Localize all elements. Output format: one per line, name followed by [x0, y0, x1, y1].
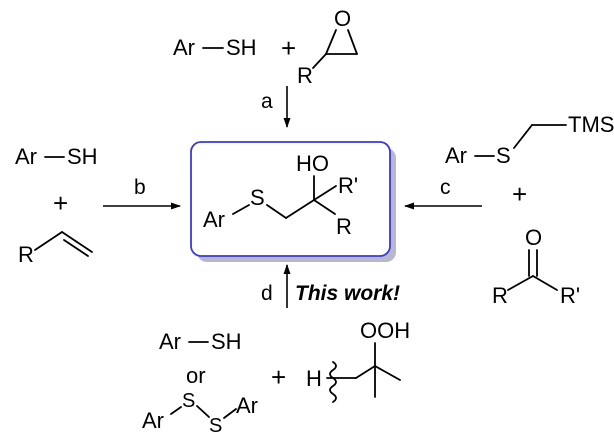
route-a-ar: Ar [173, 35, 195, 60]
epoxide-bond-o-c1 [325, 29, 337, 55]
route-b-plus: + [53, 188, 68, 218]
alkene-r: R [18, 242, 34, 267]
route-a-reactants: Ar SH + O R [173, 6, 358, 88]
route-d-label: d [261, 282, 273, 305]
disulfide-bond-ar1-s1 [170, 406, 182, 415]
route-a-plus: + [281, 33, 296, 63]
epoxide-bond-c-r [312, 53, 327, 69]
route-a-sh: SH [226, 35, 257, 60]
product-ar: Ar [203, 207, 225, 232]
product-box-frame [190, 141, 391, 257]
ketone-oxygen: O [525, 225, 542, 250]
route-c-ar: Ar [445, 143, 467, 168]
ketone-bond-r [507, 275, 534, 291]
route-c-s: S [496, 143, 511, 168]
product-c-r2-bond [313, 185, 337, 201]
route-d-reactants: Ar SH or Ar S S Ar + H OOH [142, 318, 410, 433]
epoxide-bond-o-c2 [347, 29, 358, 55]
ketone-bond-r2 [532, 275, 558, 291]
this-work-label: This work! [295, 282, 400, 305]
route-d-c-methyl2-bond [374, 365, 401, 381]
route-d-thiol-sh: SH [211, 329, 242, 354]
route-c-s-ch2-bond [513, 124, 533, 149]
disulfide-ar-1: Ar [142, 408, 164, 433]
product-r2: R' [338, 173, 358, 198]
route-c-tms: TMS [568, 112, 614, 137]
product-r: R [336, 214, 352, 239]
disulfide-s-1: S [182, 390, 195, 412]
route-a-label: a [261, 90, 273, 113]
product-ch2-c-bond [285, 199, 315, 219]
product-box: Ar S HO R' R [190, 141, 396, 262]
ketone-r2: R' [560, 283, 580, 308]
wavy-bond-icon [329, 361, 337, 403]
product-s: S [250, 185, 265, 210]
disulfide-s-2: S [209, 415, 222, 433]
route-d-thiol-ar: Ar [159, 329, 181, 354]
product-ar-s-bond [232, 204, 250, 215]
route-d-ch2-c-bond [355, 365, 376, 379]
epoxide-r: R [297, 63, 313, 88]
route-c-reactants: Ar S TMS + O R R' [445, 112, 614, 308]
route-d-ooh: OOH [360, 318, 410, 343]
route-b-label: b [134, 176, 146, 199]
route-c-label: c [440, 176, 451, 199]
reactive-hydrogen: H [306, 366, 322, 391]
alkene-double-bond-1 [61, 231, 93, 253]
alkene-double-bond-2 [63, 239, 89, 257]
product-c-r-bond [313, 199, 336, 215]
route-b-reactants: Ar SH + R [15, 144, 98, 267]
route-b-ar: Ar [15, 144, 37, 169]
ketone-r: R [492, 283, 508, 308]
product-ho: HO [296, 151, 329, 176]
disulfide-ar-2: Ar [236, 393, 258, 418]
product-s-ch2-bond [266, 204, 287, 219]
route-d-or: or [186, 363, 206, 388]
epoxide-oxygen: O [334, 6, 351, 31]
alkene-single-bond [34, 231, 63, 251]
disulfide-bond-s1-s2 [196, 405, 210, 418]
disulfide-bond-s2-ar2 [223, 408, 237, 419]
route-d-plus: + [271, 362, 286, 392]
route-c-plus: + [512, 179, 527, 209]
route-b-sh: SH [67, 144, 98, 169]
